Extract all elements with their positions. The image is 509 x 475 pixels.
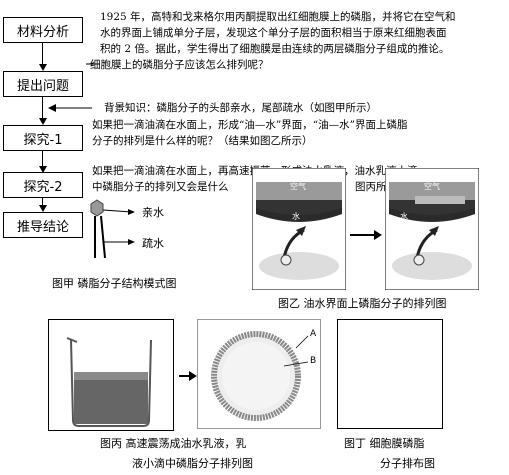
beaker-icon (66, 337, 152, 427)
air-label-right: 空气 (424, 182, 440, 191)
hydrophobic-label: 疏水 (142, 237, 164, 250)
right-arrow (179, 371, 197, 381)
flow-arrow-down (39, 205, 47, 212)
text-paragraph-1-line-2: 水的界面上铺成单分子层，发现这个单分子层的面积相当于原来红细胞表面 (100, 27, 447, 39)
figure-ding-panel (337, 319, 443, 429)
flow-step-derive-conclusion: 推导结论 (3, 212, 83, 238)
text-paragraph-1-line-1: 1925 年，高特和戈来格尔用丙酮提取出红细胞膜上的磷脂，并将它在空气和 (100, 11, 456, 23)
figure-ding-caption-line-2: 分子排布图 (380, 457, 435, 470)
figure-yi-panel-left (251, 167, 347, 291)
flow-connector (42, 198, 43, 208)
text-paragraph-1-line-3: 积的 2 倍。据此，学生得出了细胞膜是由连续的两层磷脂分子组成的推论。 (100, 43, 450, 55)
phospholipid-molecule-diagram (90, 199, 135, 259)
flow-connector (42, 43, 43, 67)
figure-ding-caption-line-1: 图丁 细胞膜磷脂 (344, 437, 425, 450)
figure-bing-beaker-panel (48, 319, 174, 431)
figure-bing-droplet-panel (197, 319, 321, 429)
flow-arrow-down (39, 118, 47, 125)
emulsion-droplet-diagram (211, 331, 309, 421)
figure-bing-caption-line-1: 图丙 高速震荡成油水乳液，乳 (100, 437, 247, 450)
right-arrow (350, 230, 382, 240)
text-paragraph-3-line-2: 中磷脂分子的排列又会是什么 (92, 181, 229, 193)
text-paragraph-2-line-2: 如果把一滴油滴在水面上，形成“油—水”界面，“油—水”界面上磷脂 (92, 119, 408, 131)
text-paragraph-2-line-1: 背景知识：磷脂分子的头部亲水，尾部疏水（如图甲所示） (104, 102, 377, 114)
text-paragraph-2-line-3: 分子的排列是什么样的呢？（结果如图乙所示） (92, 135, 313, 147)
figure-yi-panel-right (384, 167, 480, 291)
figure-jia-caption: 图甲 磷脂分子结构模式图 (52, 277, 177, 290)
water-label-left: 水 (292, 212, 300, 221)
oil-water-interface-before (251, 167, 347, 291)
flow-arrow-down (39, 166, 47, 173)
air-label-left: 空气 (290, 182, 306, 191)
hydrophilic-label: 亲水 (142, 206, 164, 219)
flow-step-explore-1: 探究-1 (3, 125, 83, 151)
figure-bing-caption-line-2: 液小滴中磷脂分子排列图 (132, 457, 253, 470)
flow-step-material-analysis: 材料分析 (3, 17, 83, 43)
text-paragraph-1-line-4: 细胞膜上的磷脂分子应该怎么排列呢？ (90, 59, 269, 71)
label-a: A (310, 329, 317, 339)
flow-step-raise-question: 提出问题 (3, 71, 83, 97)
figure-yi-caption: 图乙 油水界面上磷脂分子的排列图 (278, 297, 447, 310)
label-b: B (310, 356, 317, 366)
flow-connector (42, 151, 43, 169)
flow-arrow-down (39, 64, 47, 71)
flow-connector (42, 97, 43, 121)
oil-water-interface-after (384, 167, 480, 291)
flow-step-explore-2: 探究-2 (3, 172, 83, 198)
water-label-right: 水 (400, 212, 408, 221)
